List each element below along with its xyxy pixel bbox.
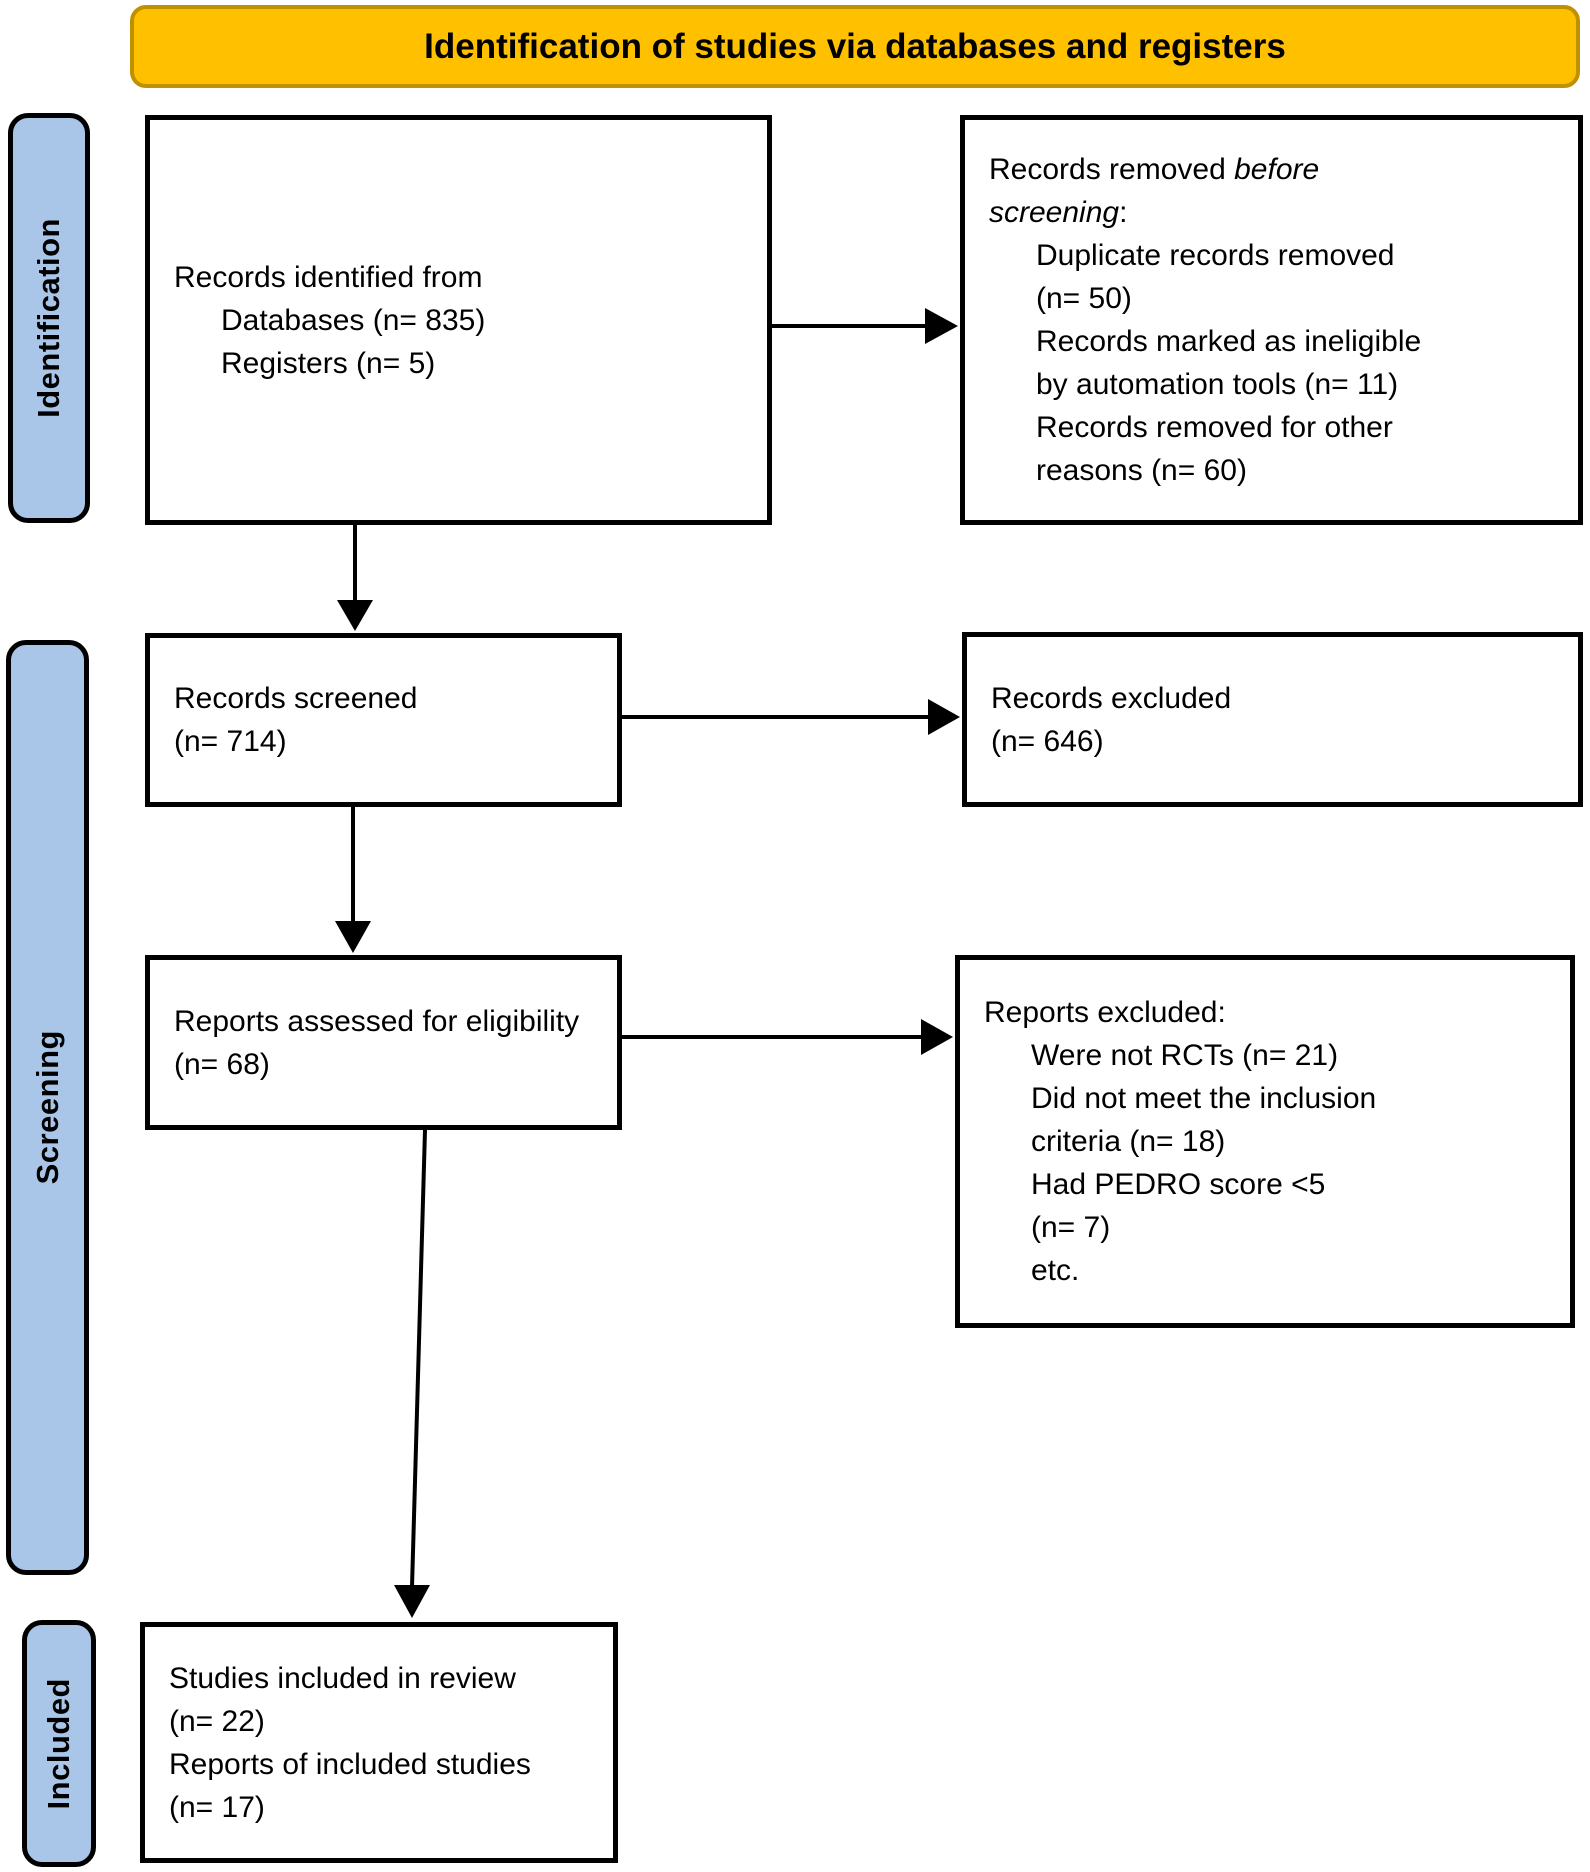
- stage-label-screening: Screening: [6, 640, 89, 1575]
- arrow-screened-to-assessed: [335, 807, 371, 953]
- records-identified-intro: Records identified from: [174, 260, 483, 294]
- records-excluded-text: Records excluded(n= 646): [991, 681, 1232, 758]
- reports-assessed-text: Reports assessed for eligibility(n= 68): [174, 1004, 580, 1081]
- box-records-screened: Records screened(n= 714): [145, 633, 622, 807]
- arrow-screened-to-excluded: [622, 699, 960, 735]
- records-removed-intro-prefix: Records removed: [989, 153, 1235, 186]
- arrow-identified-to-screened: [337, 525, 373, 631]
- arrow-assessed-to-included: [394, 1129, 430, 1618]
- box-reports-excluded: Reports excluded: Were not RCTs (n= 21)D…: [955, 955, 1575, 1328]
- reports-excluded-items: Were not RCTs (n= 21)Did not meet the in…: [1031, 1039, 1377, 1287]
- stage-label-screening-text: Screening: [29, 1030, 65, 1185]
- box-records-identified: Records identified from Databases (n= 83…: [145, 115, 772, 525]
- box-reports-assessed: Reports assessed for eligibility(n= 68): [145, 955, 622, 1130]
- stage-label-identification-text: Identification: [31, 218, 66, 418]
- records-removed-intro-suffix: :: [1119, 196, 1128, 229]
- studies-included-text: Studies included in review(n= 22)Reports…: [169, 1661, 531, 1824]
- records-removed-intro-italic: before screening: [989, 153, 1320, 229]
- stage-label-included-text: Included: [41, 1677, 76, 1810]
- stage-label-included: Included: [22, 1620, 96, 1867]
- reports-excluded-title: Reports excluded:: [984, 996, 1226, 1029]
- records-identified-items: Databases (n= 835)Registers (n= 5): [221, 303, 486, 380]
- box-records-removed: Records removed before screening: Duplic…: [960, 115, 1583, 525]
- arrow-assessed-to-reports-excluded: [622, 1019, 953, 1055]
- stage-label-identification: Identification: [8, 113, 90, 523]
- box-records-excluded: Records excluded(n= 646): [962, 632, 1583, 807]
- arrow-identified-to-removed: [772, 308, 958, 344]
- box-studies-included: Studies included in review(n= 22)Reports…: [140, 1622, 618, 1863]
- records-removed-items: Duplicate records removed (n= 50)Records…: [1036, 239, 1422, 487]
- records-removed-intro: Records removed before screening:: [989, 148, 1570, 234]
- diagram-title-banner: Identification of studies via databases …: [130, 5, 1580, 88]
- diagram-title: Identification of studies via databases …: [424, 26, 1286, 66]
- records-screened-text: Records screened(n= 714): [174, 682, 418, 758]
